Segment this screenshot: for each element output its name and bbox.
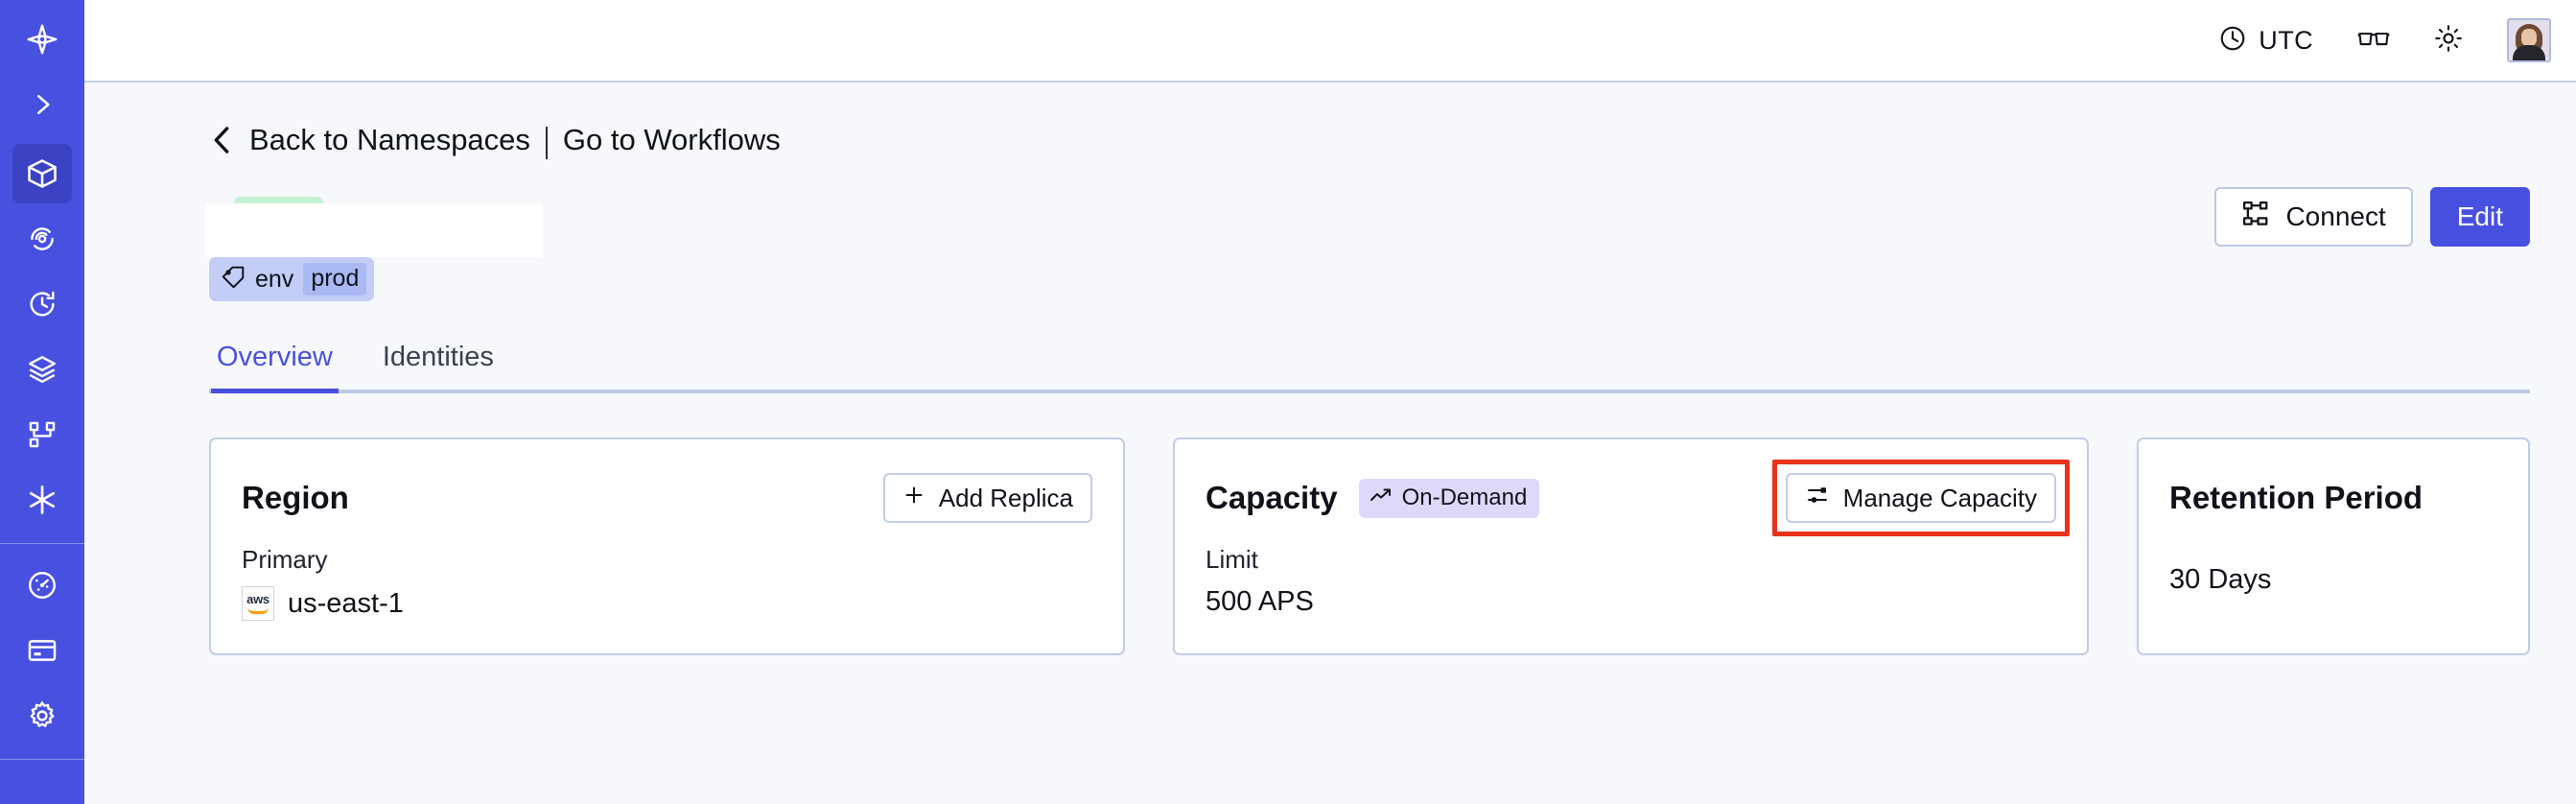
aws-logo-swoosh (247, 607, 269, 614)
content-area: Back to Namespaces Go to Workflows Activ… (84, 83, 2576, 804)
glasses-icon (2357, 24, 2390, 58)
manage-capacity-highlight-wrap: Manage Capacity (1771, 460, 2070, 536)
add-replica-label: Add Replica (938, 483, 1073, 512)
redaction-overlay (205, 203, 543, 257)
region-value-row: aws us-east-1 (242, 586, 1092, 621)
region-card-header: Region Add Replica (242, 468, 1092, 528)
capacity-value: 500 APS (1206, 586, 1314, 617)
main-area: UTC (84, 0, 2576, 804)
primary-sidebar (0, 0, 84, 804)
add-replica-button[interactable]: Add Replica (882, 473, 1092, 523)
sidebar-item-namespaces[interactable] (12, 144, 72, 203)
top-header: UTC (84, 0, 2576, 83)
capacity-sub-label: Limit (1206, 545, 1258, 574)
breadcrumb-divider (545, 127, 548, 159)
connect-button-label: Connect (2285, 201, 2386, 231)
sidebar-item-history[interactable] (12, 274, 72, 334)
timezone-selector[interactable]: UTC (2218, 24, 2313, 58)
plus-icon (902, 484, 925, 513)
clock-icon (2218, 24, 2247, 58)
aws-logo-icon: aws (242, 586, 274, 621)
sliders-icon (1805, 484, 1830, 513)
sidebar-item-observability[interactable] (12, 209, 72, 269)
edit-button-label: Edit (2456, 201, 2503, 231)
region-value: us-east-1 (288, 587, 404, 619)
avatar-body (2513, 45, 2545, 60)
sun-icon (2434, 24, 2463, 58)
breadcrumb-workflows-link[interactable]: Go to Workflows (562, 123, 781, 156)
capacity-card-title: Capacity (1206, 480, 1338, 515)
timezone-label: UTC (2259, 25, 2313, 55)
manage-capacity-label: Manage Capacity (1842, 483, 2037, 512)
namespace-actions: Connect Edit (2214, 187, 2530, 247)
namespace-title-row: Active (205, 187, 2530, 257)
trending-up-icon (1370, 485, 1393, 511)
namespace-tabs: Overview Identities (209, 342, 2530, 393)
chevron-left-icon[interactable] (209, 124, 234, 156)
temporal-logo-icon[interactable] (12, 10, 72, 69)
connect-button[interactable]: Connect (2214, 187, 2413, 247)
retention-card-title: Retention Period (2169, 480, 2424, 515)
edit-button[interactable]: Edit (2429, 187, 2530, 247)
namespace-tags: env prod (209, 257, 2530, 301)
retention-card-header: Retention Period (2169, 468, 2497, 528)
capacity-card: Capacity On-Demand (1173, 437, 2089, 655)
breadcrumb: Back to Namespaces Go to Workflows (209, 123, 2530, 159)
tag-icon (221, 265, 246, 295)
region-card-title: Region (242, 480, 349, 515)
tag-value: prod (303, 263, 367, 296)
capacity-card-action: Manage Capacity (1771, 460, 2070, 536)
sidebar-divider-2 (0, 759, 84, 760)
tag-key: env (255, 265, 294, 293)
manage-capacity-button[interactable]: Manage Capacity (1785, 473, 2056, 523)
expand-chevron-icon[interactable] (12, 75, 72, 134)
docs-button[interactable] (2357, 24, 2390, 58)
sidebar-item-billing[interactable] (12, 621, 72, 680)
sidebar-divider-1 (0, 543, 84, 544)
region-card-action: Add Replica (882, 473, 1092, 523)
capacity-mode-badge: On-Demand (1358, 478, 1540, 518)
sidebar-item-usage[interactable] (12, 556, 72, 615)
theme-toggle-button[interactable] (2434, 24, 2463, 58)
sidebar-item-layers[interactable] (12, 340, 72, 399)
sidebar-item-settings[interactable] (12, 686, 72, 745)
overview-cards: Region Add Replica (209, 437, 2530, 655)
avatar-face (2521, 29, 2537, 47)
retention-card: Retention Period 30 Days (2137, 437, 2530, 655)
region-sub-label: Primary (242, 545, 328, 574)
sidebar-item-workflows[interactable] (12, 405, 72, 464)
tab-identities[interactable]: Identities (382, 342, 494, 372)
user-avatar[interactable] (2507, 18, 2551, 62)
region-card: Region Add Replica (209, 437, 1125, 655)
aws-logo-text: aws (246, 592, 269, 606)
sidebar-item-integrations[interactable] (12, 470, 72, 530)
breadcrumb-back-link[interactable]: Back to Namespaces (249, 123, 530, 156)
tab-overview[interactable]: Overview (211, 342, 339, 393)
tag-chip-env[interactable]: env prod (209, 257, 375, 301)
retention-value: 30 Days (2169, 564, 2272, 595)
connect-icon (2241, 201, 2270, 234)
capacity-mode-label: On-Demand (1401, 484, 1528, 510)
capacity-card-header: Capacity On-Demand (1206, 460, 2070, 536)
